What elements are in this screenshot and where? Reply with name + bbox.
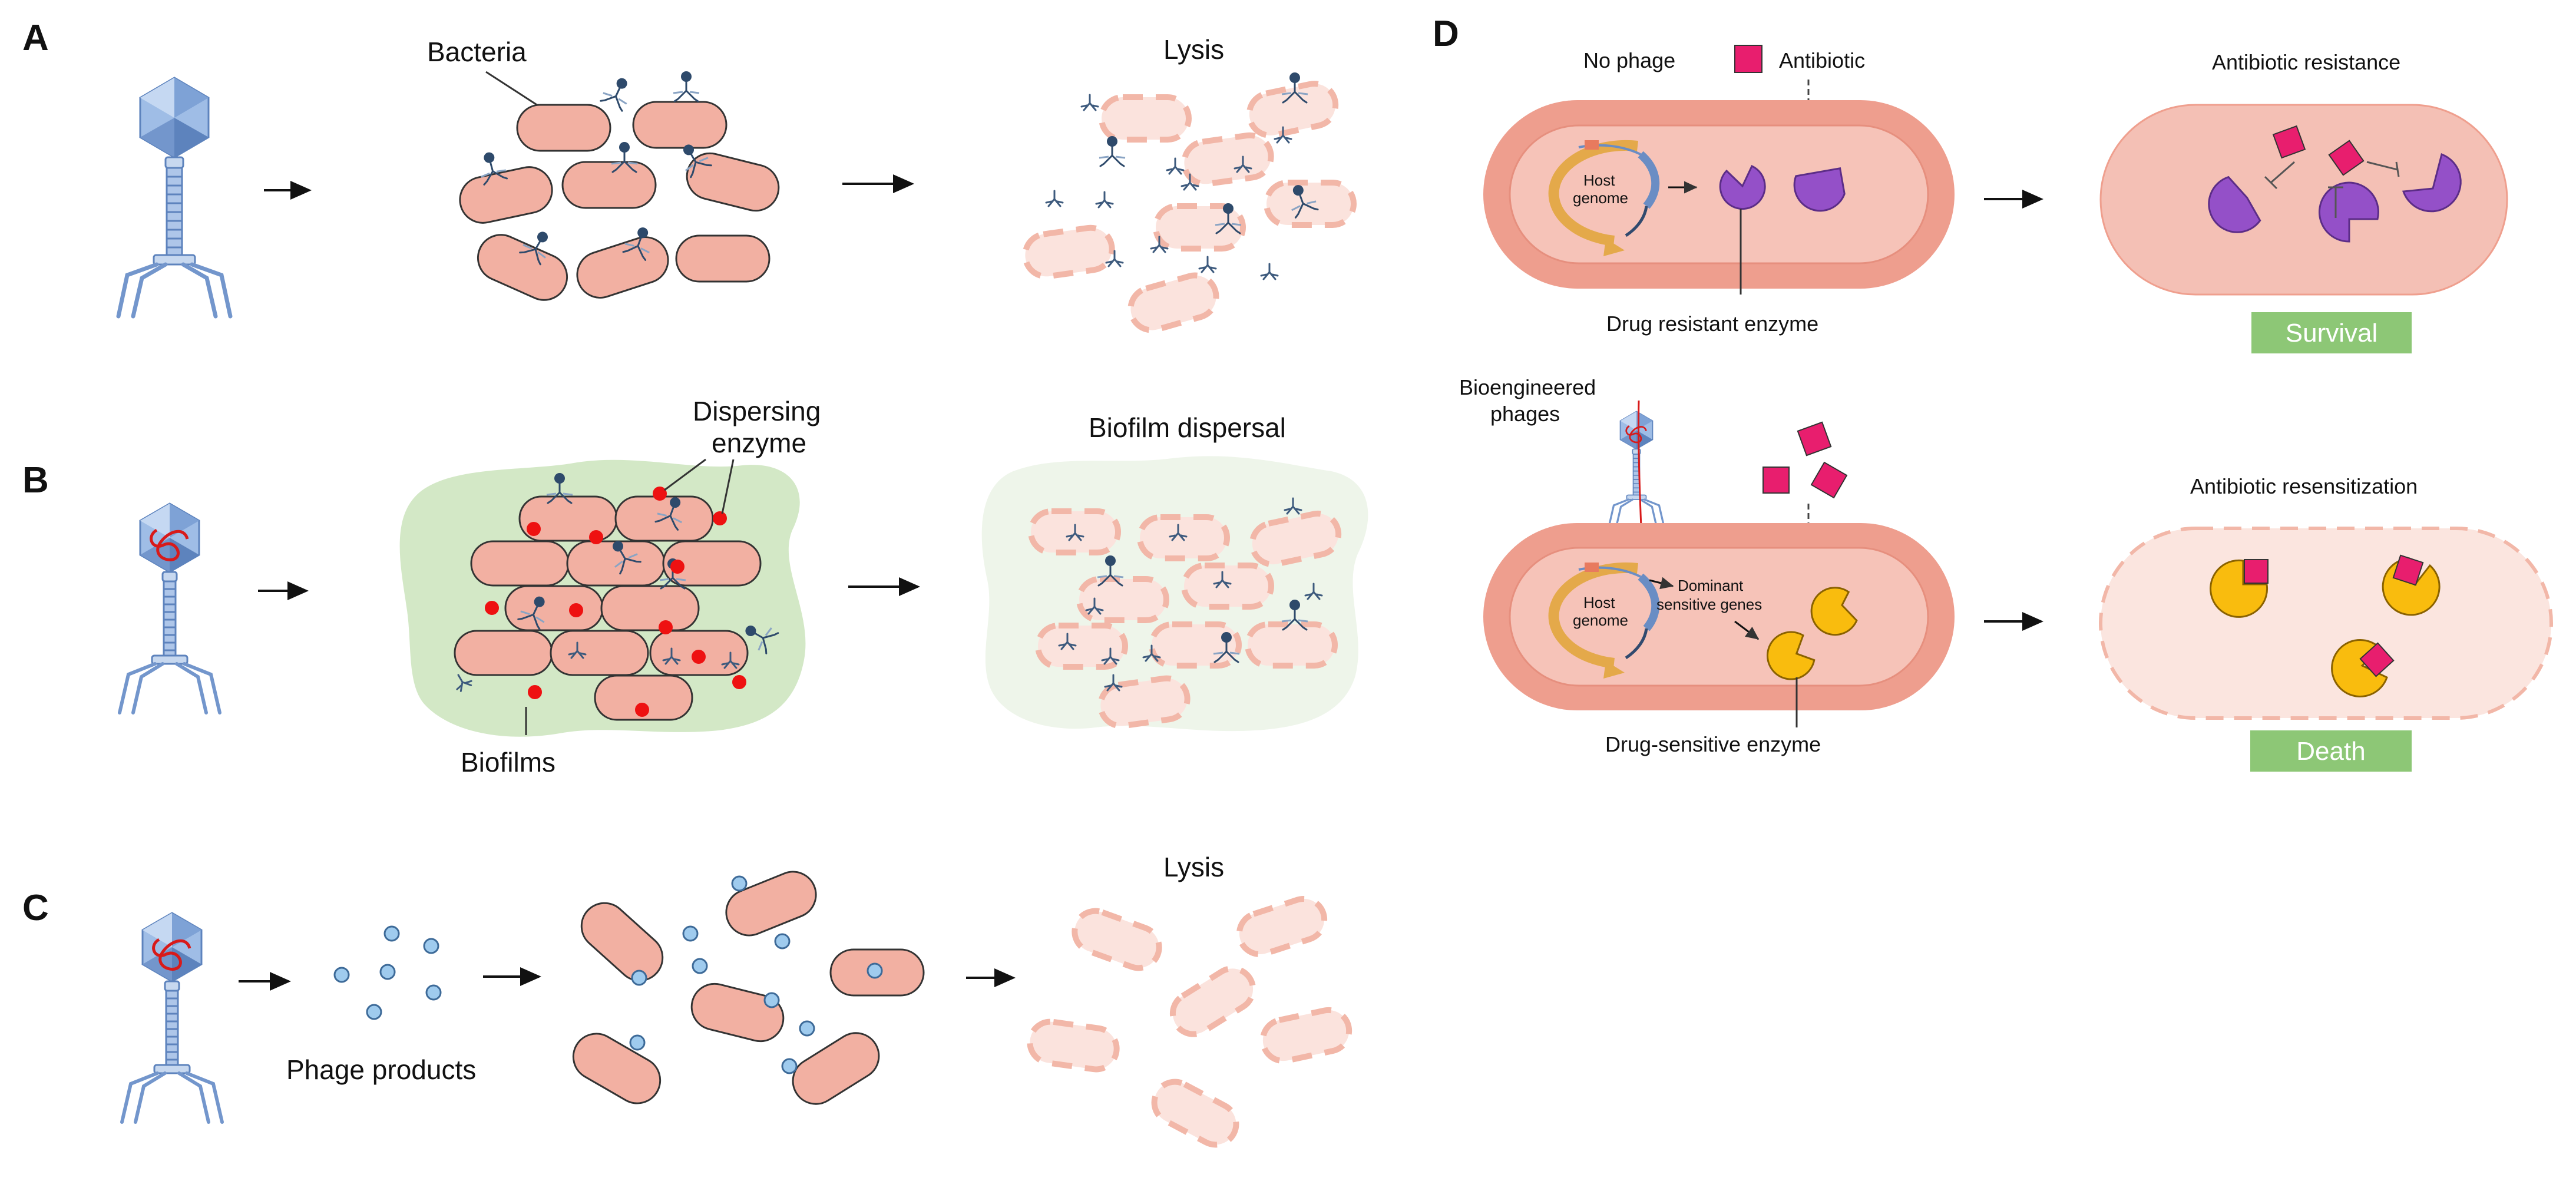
- lysed-bacteria-c: [1027, 895, 1353, 1148]
- resensitized-cell: [2099, 527, 2553, 720]
- host-genome-label-2-line2: genome: [1573, 611, 1628, 629]
- host-genome-plasmid: Host genome: [1548, 140, 1660, 256]
- dominant-genes-label-line2: sensitive genes: [1656, 596, 1762, 613]
- resistant-enzyme: [1719, 165, 1846, 212]
- cell-inner: [1509, 124, 1929, 264]
- panel-b: Dispersing enzyme Biofilms Biofilm dispe…: [120, 396, 1368, 778]
- lysis-label: Lysis: [1163, 34, 1224, 65]
- panel-a: Bacteria Lysis: [118, 34, 1357, 333]
- dispersed-bacteria: [1028, 508, 1342, 729]
- panel-a-letter: A: [22, 18, 49, 58]
- panel-d-top: No phage Antibiotic Host genome Drug res…: [1483, 45, 2508, 353]
- bioengineered-label-line2: phages: [1490, 402, 1560, 426]
- enzyme-pointer-2: [721, 459, 735, 514]
- sensitive-enzyme: [1767, 587, 1858, 680]
- panel-d-bottom: Bioengineered phages Host genome Dominan…: [1459, 375, 2553, 772]
- drug-sensitive-enzyme-label: Drug-sensitive enzyme: [1605, 732, 1821, 756]
- survival-badge: [2251, 312, 2412, 353]
- bacteriophage-icon: [118, 78, 230, 316]
- phage-products-label: Phage products: [286, 1054, 476, 1085]
- dispersing-enzyme-label-line1: Dispersing: [693, 396, 821, 426]
- lysed-bacteria: [1022, 81, 1357, 333]
- expression-arrow-2: [1734, 620, 1760, 640]
- antibiotic-label: Antibiotic: [1779, 48, 1865, 72]
- panel-d-letter: D: [1433, 14, 1459, 54]
- host-genome-label-line1: Host: [1583, 171, 1615, 189]
- bacteria-cluster: [459, 101, 780, 301]
- antibiotic-resistance-label: Antibiotic resistance: [2212, 50, 2400, 74]
- resistant-cell: [2099, 104, 2508, 296]
- no-phage-label: No phage: [1583, 48, 1675, 72]
- host-genome-label-line2: genome: [1573, 189, 1628, 207]
- dispersing-enzyme-dots: [485, 487, 746, 717]
- insertion-arrow: [1649, 577, 1674, 590]
- bioengineered-label-line1: Bioengineered: [1459, 375, 1596, 399]
- biofilm-dispersal-label: Biofilm dispersal: [1089, 412, 1286, 443]
- enzyme-pointer-1: [664, 458, 706, 491]
- engineered-phage-icon: [120, 504, 220, 713]
- dominant-genes-label-line1: Dominant: [1678, 577, 1744, 594]
- death-badge: [2250, 730, 2412, 772]
- target-bacteria: [572, 871, 925, 1105]
- panel-c: Phage products Lysis: [122, 852, 1353, 1148]
- panel-b-letter: B: [22, 460, 49, 501]
- engineered-phage-icon: [122, 913, 222, 1122]
- cell-inner-2: [1509, 547, 1929, 687]
- antibiotic-resensitization-label: Antibiotic resensitization: [2190, 474, 2418, 498]
- host-genome-plasmid-2: Host genome: [1548, 562, 1660, 679]
- phage-products: [333, 925, 442, 1020]
- drug-resistant-enzyme-label: Drug resistant enzyme: [1606, 312, 1818, 336]
- inhibited-enzymes: [2210, 554, 2441, 697]
- antibiotic-legend-icon: [1734, 45, 1762, 73]
- death-label: Death: [2296, 737, 2365, 766]
- lysis-label-c: Lysis: [1163, 852, 1224, 882]
- bacteria-label: Bacteria: [427, 37, 527, 67]
- resistant-cell-contents: [2208, 125, 2462, 243]
- biofilms-label: Biofilms: [461, 747, 555, 778]
- engineered-phage-icon: [1608, 410, 1665, 528]
- phage-products-near-bacteria: [629, 875, 883, 1074]
- panel-c-letter: C: [22, 888, 49, 928]
- dispersing-enzyme-label-line2: enzyme: [712, 428, 806, 458]
- antibiotic-molecules: [1762, 421, 1848, 499]
- survival-label: Survival: [2286, 319, 2378, 348]
- host-genome-label-2-line1: Host: [1583, 594, 1615, 611]
